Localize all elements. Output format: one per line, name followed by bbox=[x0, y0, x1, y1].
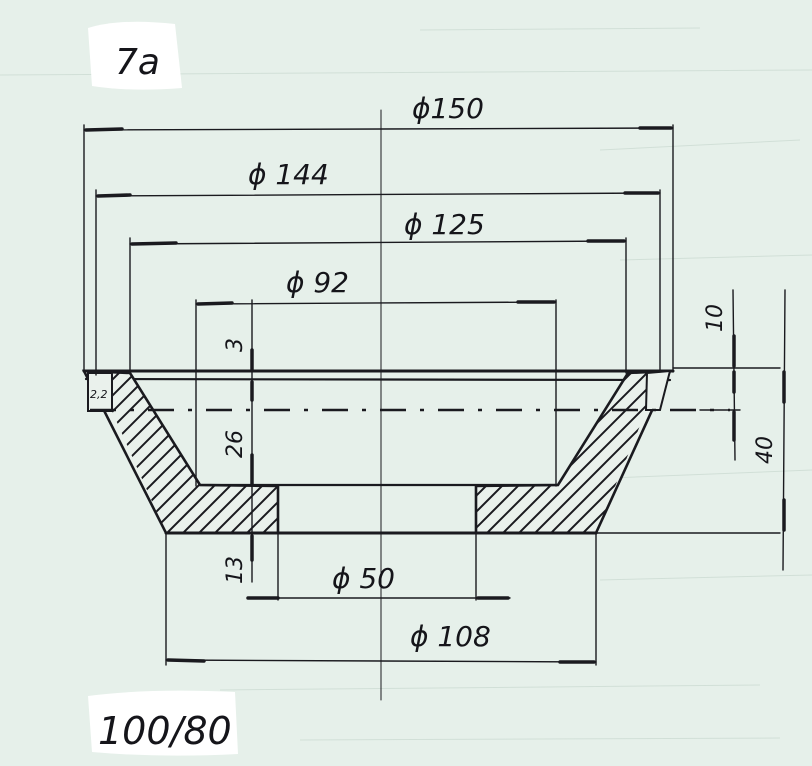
hatch-line bbox=[507, 373, 646, 533]
figure-label: 7a bbox=[88, 21, 182, 90]
arrowheads bbox=[84, 126, 786, 664]
hatch-line bbox=[219, 373, 278, 533]
hatch-line bbox=[668, 360, 812, 560]
dim-125: ϕ 125 bbox=[404, 208, 485, 241]
figure-label-text: 7a bbox=[115, 42, 160, 83]
hatch-line bbox=[235, 373, 278, 533]
hatch-line bbox=[112, 373, 165, 533]
dim-150: ϕ150 bbox=[412, 92, 484, 125]
rim-label-left: 2,2 bbox=[90, 388, 108, 401]
background-texture bbox=[0, 27, 812, 741]
hatch-line bbox=[0, 360, 100, 560]
dim-40: 40 bbox=[753, 436, 778, 464]
dim-144: ϕ 144 bbox=[248, 158, 329, 191]
extension-lines bbox=[83, 124, 781, 666]
hatch-line bbox=[112, 373, 149, 533]
grit-label: 100/80 bbox=[88, 690, 238, 756]
dim-108: ϕ 108 bbox=[410, 620, 491, 653]
dim-50: ϕ 50 bbox=[332, 562, 395, 595]
grit-label-text: 100/80 bbox=[98, 709, 232, 753]
hatch-line bbox=[491, 373, 646, 533]
hatch-line bbox=[251, 373, 278, 533]
hatch-line bbox=[555, 373, 646, 533]
hatch-line bbox=[476, 373, 646, 533]
dim-26: 26 bbox=[223, 430, 248, 458]
dimension-labels: ϕ150 ϕ 144 ϕ 125 ϕ 92 ϕ 50 ϕ 108 3 26 13… bbox=[223, 92, 778, 653]
hatch-line bbox=[476, 373, 501, 533]
hatch-line bbox=[187, 373, 278, 533]
dim-92: ϕ 92 bbox=[286, 266, 349, 299]
hatch-line bbox=[284, 360, 484, 560]
dim-13: 13 bbox=[223, 556, 248, 584]
hatch-line bbox=[652, 360, 812, 560]
dim-3: 3 bbox=[223, 338, 248, 352]
hatch-line bbox=[267, 373, 278, 533]
hatch-line bbox=[203, 373, 278, 533]
dim-10: 10 bbox=[703, 304, 728, 332]
hatch-line bbox=[523, 373, 646, 533]
